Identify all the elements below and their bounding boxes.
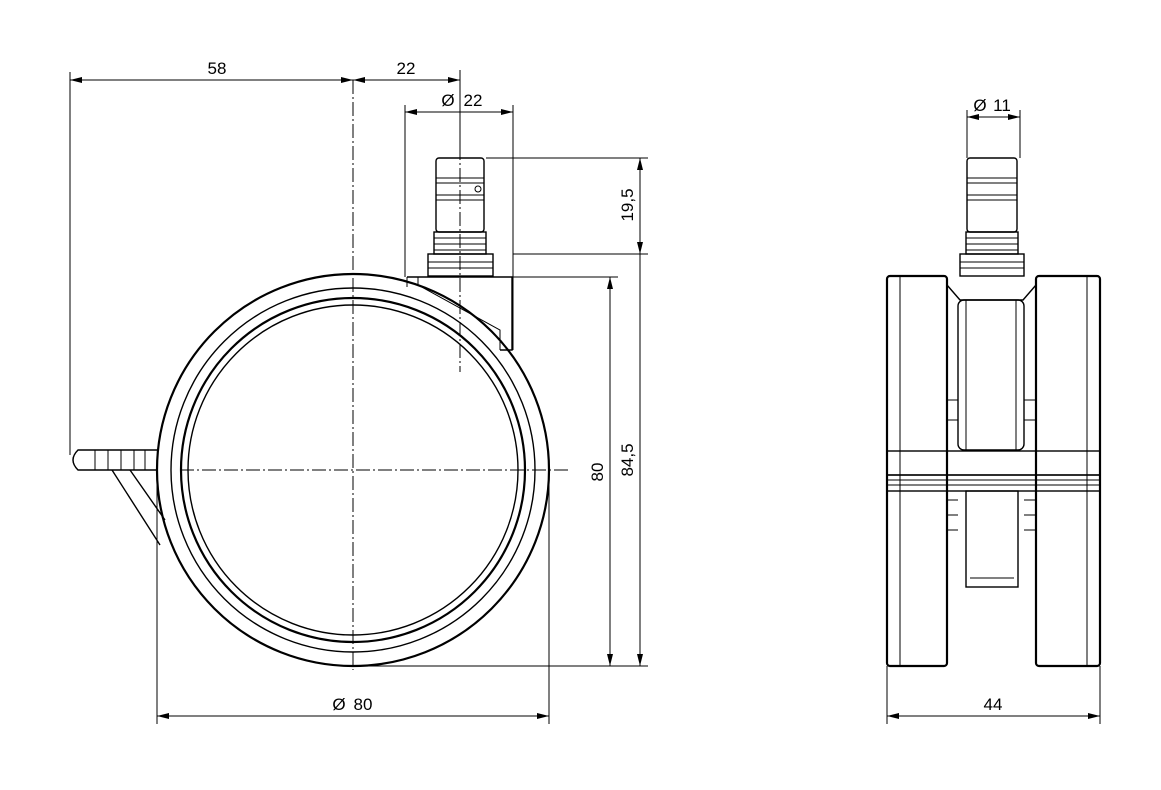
axle [886, 450, 1101, 476]
front-view: Ø 11 44 [885, 96, 1102, 724]
dim-bottom-dia-symbol: Ø [332, 695, 345, 714]
stem [427, 157, 494, 277]
left-wheel-half [885, 274, 949, 668]
dim-heights [353, 254, 648, 667]
dim-19-5-label: 19,5 [618, 188, 637, 221]
dim-pin-dia-label: 11 [993, 96, 1011, 115]
front-stem [959, 157, 1025, 277]
housing-inner [417, 277, 501, 350]
wheel-hub-outer [179, 296, 527, 644]
dim-width [886, 666, 1101, 724]
dim-80-label: 80 [588, 463, 607, 482]
wheel-hub-inner [187, 304, 519, 636]
dim-pin-diameter [966, 110, 1021, 158]
dim-stem-dia-symbol: Ø [441, 91, 454, 110]
dim-pin-dia-symbol: Ø [973, 96, 986, 115]
dim-84-5-label: 84,5 [618, 443, 637, 476]
dim-22-label: 22 [397, 59, 416, 78]
dim-top [69, 70, 461, 455]
brake-pedal [72, 449, 166, 546]
wheel-tread-edge [170, 287, 536, 653]
dim-44-label: 44 [984, 695, 1003, 714]
dim-stem-dia-label: 22 [464, 91, 483, 110]
side-view: 58 22 Ø 22 19,5 [69, 59, 648, 724]
dim-stem-diameter [404, 105, 514, 350]
dim-bottom-diameter [156, 470, 550, 724]
dim-stem-height [486, 157, 648, 255]
dim-bottom-dia-label: 80 [354, 695, 373, 714]
dim-58-label: 58 [208, 59, 227, 78]
fork [946, 284, 1037, 301]
bearings [947, 399, 1036, 531]
right-wheel-half [1034, 274, 1102, 668]
